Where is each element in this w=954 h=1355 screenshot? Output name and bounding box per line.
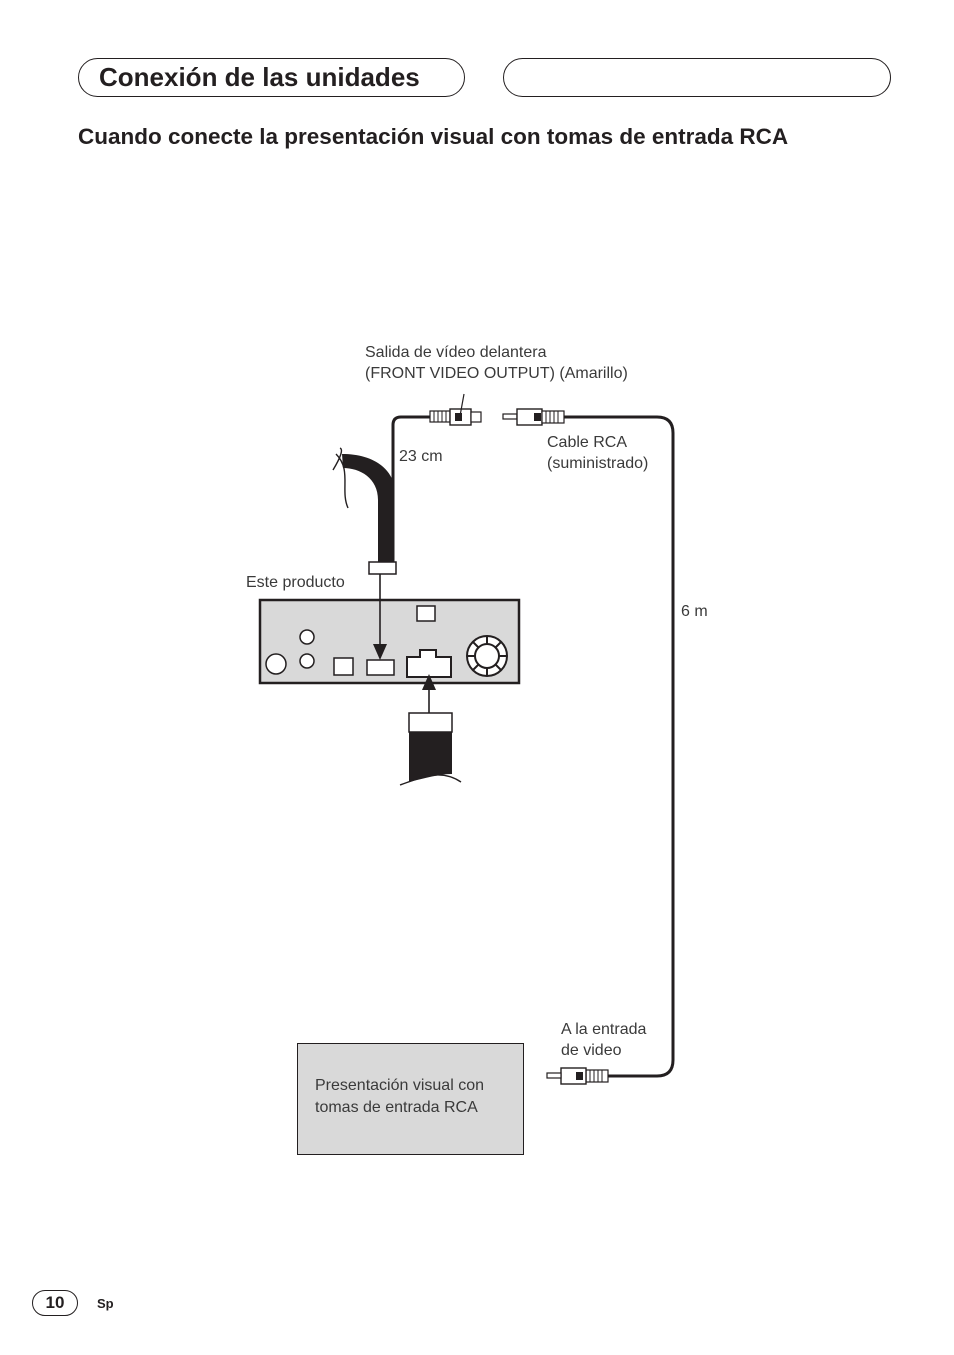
long-cable-length-label: 6 m — [681, 603, 708, 620]
video-input-label: A la entrada — [561, 1021, 647, 1038]
harness-cable-top — [332, 447, 394, 562]
section-title-pill: Conexión de las unidades — [78, 58, 465, 97]
insert-arrow-bottom — [422, 674, 436, 713]
short-cable-length-label: 23 cm — [399, 448, 443, 465]
video-input-label-2: de video — [561, 1042, 622, 1059]
this-product-label: Este producto — [246, 574, 345, 591]
display-unit-label: Presentación visual con tomas de entrada… — [315, 1075, 484, 1119]
language-code: Sp — [97, 1296, 114, 1311]
page-number: 10 — [32, 1290, 78, 1316]
female-rca-connector — [429, 393, 482, 426]
rca-cable-label-2: (suministrado) — [547, 455, 649, 472]
male-rca-plug-bottom — [546, 1067, 609, 1085]
section-title: Conexión de las unidades — [99, 62, 420, 92]
rca-display-unit: Presentación visual con tomas de entrada… — [297, 1043, 524, 1155]
rca-cable-6m — [564, 415, 675, 1078]
harness-cable-bottom — [399, 712, 462, 786]
male-rca-plug-top — [502, 408, 565, 426]
front-video-output-label: Salida de vídeo delantera — [365, 344, 547, 361]
rca-cable-label: Cable RCA — [547, 434, 628, 451]
harness-connector — [368, 561, 397, 575]
blank-header-pill — [503, 58, 891, 97]
display-unit-label-line1: Presentación visual con — [315, 1077, 484, 1094]
display-unit-label-line2: tomas de entrada RCA — [315, 1099, 478, 1116]
insert-arrow-top — [373, 574, 387, 660]
front-video-output-label-2: (FRONT VIDEO OUTPUT) (Amarillo) — [365, 365, 628, 382]
short-video-cable — [391, 415, 430, 562]
subheading: Cuando conecte la presentación visual co… — [78, 124, 789, 149]
product-back-panel — [258, 598, 521, 685]
